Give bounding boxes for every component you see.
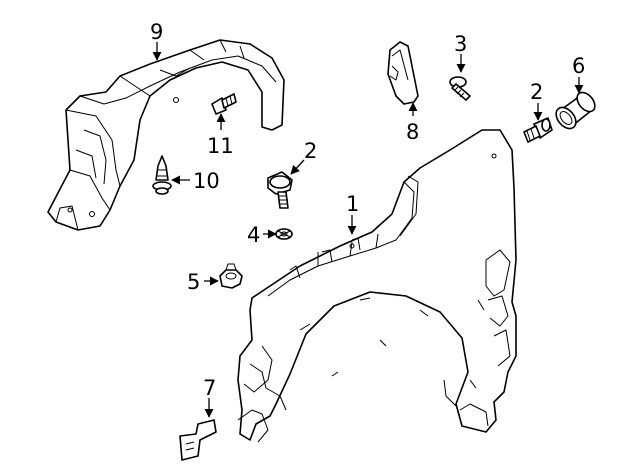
retainer-part-10	[152, 155, 172, 195]
callout-9: 9	[150, 20, 163, 44]
bolt-part-2-right	[523, 117, 553, 143]
fender-part	[237, 129, 517, 443]
screw-part-3	[449, 76, 471, 101]
callout-4: 4	[247, 223, 260, 247]
nut-part-5	[219, 263, 243, 289]
leader-lines	[152, 42, 584, 418]
callout-2-center: 2	[304, 139, 317, 163]
callout-1: 1	[346, 192, 359, 216]
callout-10: 10	[193, 169, 220, 193]
cap-part-6	[555, 91, 596, 130]
callout-3: 3	[454, 32, 467, 56]
trim-cover-part	[387, 41, 419, 105]
bolt-part-11	[211, 93, 237, 115]
callout-labels: 9 3 6 2 8 11 2 10 1 4 5 7	[150, 20, 585, 400]
bolt-part-2-center	[267, 171, 293, 209]
callout-6: 6	[572, 54, 585, 78]
clip-part-4	[275, 228, 293, 240]
wheel-liner-part	[47, 39, 285, 231]
callout-11: 11	[207, 134, 234, 158]
callout-5: 5	[187, 270, 200, 294]
callout-7: 7	[203, 376, 216, 400]
callout-2-right: 2	[530, 80, 543, 104]
bracket-part-7	[179, 419, 217, 461]
callout-8: 8	[406, 120, 419, 144]
